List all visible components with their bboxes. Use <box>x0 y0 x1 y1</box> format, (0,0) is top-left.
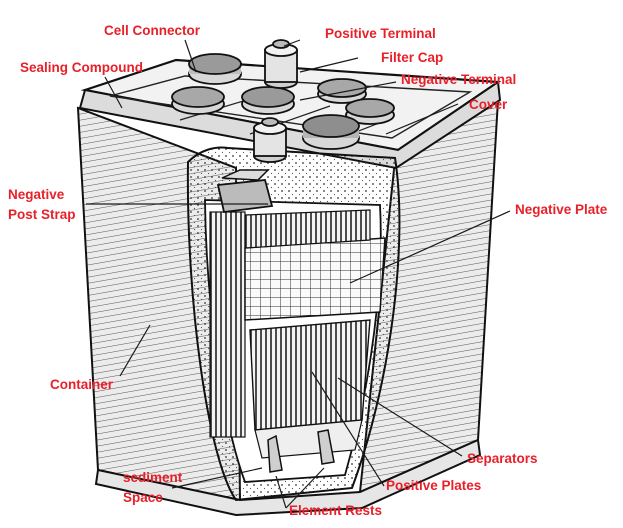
negative-plate-grid <box>245 238 385 320</box>
negative-terminal-post <box>254 118 286 162</box>
separator-stack <box>210 212 245 437</box>
positive-terminal-post <box>265 40 297 88</box>
label-filter-cap: Filter Cap <box>381 50 443 66</box>
positive-plates-grid <box>250 320 370 430</box>
label-positive-terminal: Positive Terminal <box>325 26 436 42</box>
label-negative-post-strap-2: Post Strap <box>8 207 76 223</box>
label-cover: Cover <box>469 97 507 113</box>
label-separators: Separators <box>467 451 538 467</box>
label-negative-terminal: Negative Terminal <box>401 72 516 88</box>
label-sediment-space-1: sediment <box>123 470 182 486</box>
label-sealing-compound: Sealing Compound <box>20 60 143 76</box>
label-positive-plates: Positive Plates <box>386 478 481 494</box>
label-negative-post-strap-1: Negative <box>8 187 64 203</box>
label-container: Container <box>50 377 113 393</box>
label-element-rests: Element Rests <box>289 503 382 519</box>
post-strap <box>218 180 272 212</box>
label-negative-plate: Negative Plate <box>515 202 607 218</box>
label-sediment-space-2: Space <box>123 490 163 506</box>
label-cell-connector: Cell Connector <box>104 23 200 39</box>
